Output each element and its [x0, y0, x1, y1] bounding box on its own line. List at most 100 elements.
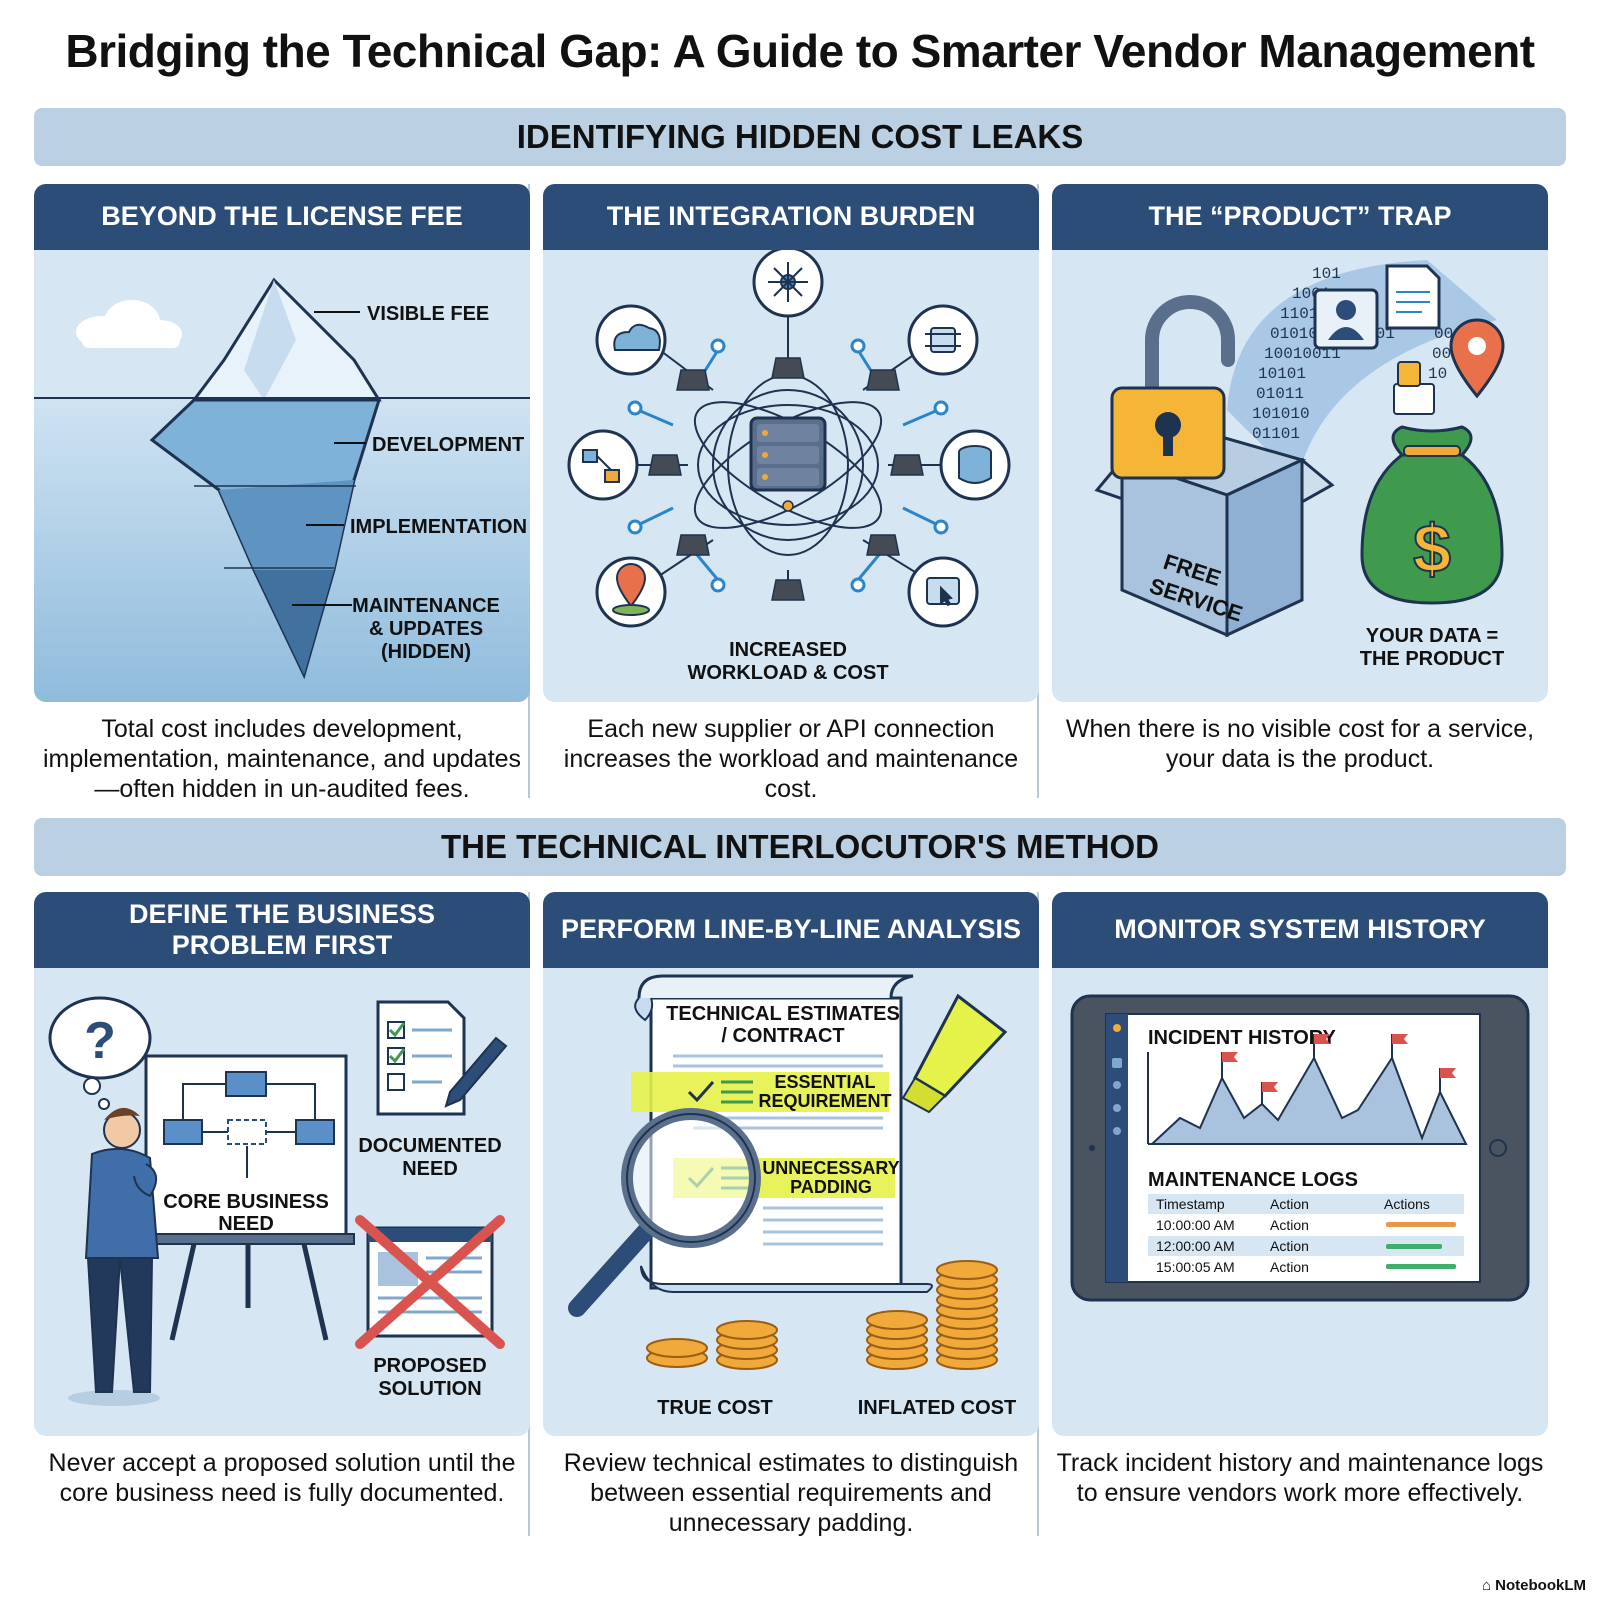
caption-license-fee: Total cost includes development, impleme… [42, 715, 522, 803]
cloud-icon [76, 300, 182, 348]
svg-text:10: 10 [1428, 365, 1447, 383]
panel-header: MONITOR SYSTEM HISTORY [1052, 892, 1548, 968]
money-bag-icon: $ [1360, 425, 1504, 605]
business-need-illustration: ? CORE BUSINESS NEED [48, 996, 508, 1406]
label-visible-fee: VISIBLE FEE [367, 303, 489, 325]
panel-product-trap: THE “PRODUCT” TRAP 101 1001 110101 01010… [1052, 184, 1548, 702]
integration-illustration: INCREASED WORKLOAD & COST [567, 250, 1011, 684]
table-header-timestamp: Timestamp [1156, 1196, 1225, 1212]
svg-text:10101: 10101 [1258, 365, 1306, 383]
svg-text:101: 101 [1312, 265, 1341, 283]
small-lock-icon [1393, 361, 1435, 415]
panel-monitor-system-history: MONITOR SYSTEM HISTORY INCIDENT HISTORY [1052, 892, 1548, 1436]
caption-line-by-line: Review technical estimates to distinguis… [563, 1449, 1019, 1537]
tablet-dashboard-illustration: INCIDENT HISTORY MAINTENANCE LOGS Timest… [1070, 994, 1530, 1302]
caption-business-problem: Never accept a proposed solution until t… [48, 1449, 516, 1507]
tablet-home-button [1489, 1139, 1507, 1157]
panel-header: PERFORM LINE-BY-LINE ANALYSIS [543, 892, 1039, 968]
label-padding: PADDING [790, 1177, 872, 1197]
panel-header: DEFINE THE BUSINESS PROBLEM FIRST [34, 892, 530, 968]
table-header-action: Action [1270, 1196, 1309, 1212]
action-bar [1386, 1244, 1442, 1249]
table-row: 10:00:00 AM Action [1156, 1217, 1456, 1233]
svg-text:01011: 01011 [1256, 385, 1304, 403]
label-your-data: YOUR DATA = [1366, 625, 1498, 647]
action-bar [1386, 1264, 1456, 1269]
analysis-illustration: TECHNICAL ESTIMATES / CONTRACT ESSENTIAL… [568, 974, 1017, 1419]
product-trap-illustration: 101 1001 110101 0101010101101 10010011 1… [1094, 260, 1505, 670]
thought-bubble-icon: ? [48, 996, 152, 1110]
whiteboard-icon [139, 1054, 355, 1341]
panel-header: BEYOND THE LICENSE FEE [34, 184, 530, 250]
location-pin-icon [1449, 318, 1505, 399]
maintenance-logs-title: MAINTENANCE LOGS [1148, 1169, 1358, 1191]
server-icon [749, 416, 827, 512]
label-implementation: IMPLEMENTATION [350, 516, 527, 538]
label-maintenance: MAINTENANCE [352, 595, 500, 617]
label-workload-cost: WORKLOAD & COST [687, 662, 888, 684]
incident-history-title: INCIDENT HISTORY [1148, 1027, 1336, 1049]
highlighter-icon [901, 993, 1008, 1114]
open-padlock-icon [1110, 295, 1235, 480]
svg-text:Action: Action [1270, 1217, 1309, 1233]
label-technical-estimates: TECHNICAL ESTIMATES [666, 1003, 900, 1025]
panel-define-business-problem: DEFINE THE BUSINESS PROBLEM FIRST ? [34, 892, 530, 1436]
notebook-icon: ⌂ [1481, 1577, 1496, 1594]
caption-monitor-history: Track incident history and maintenance l… [1056, 1449, 1544, 1507]
sidebar [1106, 1014, 1128, 1282]
section-heading-cost-leaks: IDENTIFYING HIDDEN COST LEAKS [34, 108, 1566, 166]
question-mark-icon: ? [84, 1012, 116, 1070]
dollar-sign-icon: $ [1413, 511, 1451, 587]
label-need-2: NEED [402, 1158, 458, 1180]
label-documented: DOCUMENTED [358, 1135, 501, 1157]
label-hidden: (HIDDEN) [381, 641, 471, 663]
iceberg-illustration: VISIBLE FEE DEVELOPMENT IMPLEMENTATION M… [34, 277, 530, 702]
label-requirement: REQUIREMENT [758, 1091, 891, 1111]
coin-stacks-icon [646, 1260, 998, 1370]
panel-line-by-line-analysis: PERFORM LINE-BY-LINE ANALYSIS TECHNICAL … [543, 892, 1039, 1436]
section-heading-method: THE TECHNICAL INTERLOCUTOR'S METHOD [34, 818, 1566, 876]
brand-logo: ⌂ NotebookLM [1481, 1577, 1586, 1594]
maintenance-logs-table: Timestamp Action Actions 10:00:00 AM Act… [1148, 1194, 1464, 1275]
panel-header: THE “PRODUCT” TRAP [1052, 184, 1548, 250]
panel-beyond-license-fee: BEYOND THE LICENSE FEE VISIBLE FEE DEVEL… [34, 184, 530, 702]
label-solution: SOLUTION [378, 1378, 481, 1400]
user-profile-icon [1313, 288, 1379, 350]
label-unnecessary: UNNECESSARY [762, 1158, 899, 1178]
label-updates: & UPDATES [369, 618, 483, 640]
caption-product-trap: When there is no visible cost for a serv… [1065, 715, 1535, 773]
svg-text:Action: Action [1270, 1238, 1309, 1254]
table-row: 12:00:00 AM Action [1156, 1238, 1442, 1254]
incident-chart [1147, 1034, 1468, 1145]
label-core-business: CORE BUSINESS [163, 1191, 329, 1213]
checklist-document-icon [376, 1000, 508, 1116]
label-development: DEVELOPMENT [372, 434, 524, 456]
rejected-document-icon [355, 1215, 505, 1349]
label-proposed: PROPOSED [373, 1355, 486, 1377]
svg-text:00: 00 [1432, 345, 1451, 363]
panel-header: THE INTEGRATION BURDEN [543, 184, 1039, 250]
action-bar [1386, 1222, 1456, 1227]
label-increased: INCREASED [729, 639, 847, 661]
table-row: 15:00:05 AM Action [1156, 1259, 1456, 1275]
page-title: Bridging the Technical Gap: A Guide to S… [65, 25, 1535, 77]
label-essential: ESSENTIAL [774, 1072, 875, 1092]
label-contract: / CONTRACT [721, 1025, 844, 1047]
svg-text:Action: Action [1270, 1259, 1309, 1275]
table-header-actions: Actions [1384, 1196, 1430, 1212]
thinking-person-icon [68, 1107, 160, 1406]
label-true-cost: TRUE COST [657, 1397, 773, 1419]
svg-text:10:00:00 AM: 10:00:00 AM [1156, 1217, 1235, 1233]
document-icon [1385, 264, 1441, 330]
label-need: NEED [218, 1213, 274, 1235]
svg-text:15:00:05 AM: 15:00:05 AM [1156, 1259, 1235, 1275]
label-inflated-cost: INFLATED COST [858, 1397, 1017, 1419]
svg-text:12:00:00 AM: 12:00:00 AM [1156, 1238, 1235, 1254]
svg-text:01101: 01101 [1252, 425, 1300, 443]
panel-integration-burden: THE INTEGRATION BURDEN [543, 184, 1039, 702]
magnifying-glass-icon [568, 1108, 761, 1317]
workflow-icon [567, 429, 639, 501]
svg-text:101010: 101010 [1252, 405, 1310, 423]
label-the-product: THE PRODUCT [1360, 648, 1504, 670]
caption-integration: Each new supplier or API connection incr… [563, 715, 1019, 803]
